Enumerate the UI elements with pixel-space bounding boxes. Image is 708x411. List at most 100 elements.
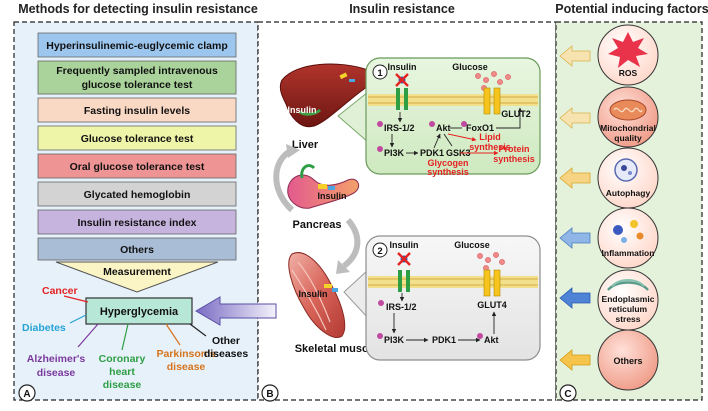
liver-protein-1: Protein — [498, 144, 529, 154]
factor-arrow-autophagy — [559, 167, 591, 189]
er-membrane-icon-a — [607, 281, 649, 291]
muscle-glucose-label: Glucose — [454, 240, 490, 250]
liver-phospho-markers — [377, 121, 467, 152]
factor-arrow-er — [559, 287, 591, 309]
liver-glut-left — [483, 87, 491, 115]
pancreas-illustration — [287, 164, 360, 209]
muscle-akt-label: Akt — [484, 335, 499, 345]
header-methods: Methods for detecting insulin resistance — [18, 2, 258, 16]
panel-a-badge — [18, 384, 36, 402]
liver-protein-2: synthesis — [493, 154, 535, 164]
liver-gsk-label: GSK3 — [446, 148, 471, 158]
factor-mito-label-1: Mitochondrial — [600, 123, 656, 133]
muscle-glut-left — [483, 269, 491, 297]
factor-mito-label-2: quality — [614, 133, 642, 143]
method-box-6 — [37, 209, 237, 235]
method-box-3 — [37, 125, 237, 151]
arrow-alzheimers — [77, 323, 99, 348]
arrow-diabetes — [69, 314, 87, 324]
mitochondrion-cristae — [613, 107, 643, 113]
factor-arrows — [559, 45, 591, 371]
header-insulin-resistance: Insulin resistance — [349, 2, 455, 16]
liver-arrow-foxo-glut — [496, 107, 523, 129]
muscle-insulin-label: Insulin — [390, 240, 419, 250]
muscle-membrane-lines — [368, 278, 538, 286]
disease-coronary-2: heart — [109, 366, 135, 378]
arrowhead-pancreas-muscle — [336, 260, 350, 274]
method-box-1 — [37, 60, 237, 95]
disease-cancer: Cancer — [42, 285, 78, 297]
liver-receptor-left — [396, 88, 400, 110]
inflammation-cell-icon-d — [621, 237, 627, 243]
inflammation-cell-icon-b — [630, 220, 638, 228]
method-label-3: Glucose tolerance test — [81, 133, 194, 145]
arrowhead-pancreas-liver — [286, 144, 300, 158]
liver-label: Liver — [292, 139, 319, 151]
liver-pathway-box — [365, 57, 541, 175]
liver-glycogen-2: synthesis — [427, 167, 469, 177]
method-box-7 — [37, 237, 237, 261]
factor-er-label-2: reticulum — [609, 304, 648, 314]
measurement-label: Measurement — [103, 266, 171, 278]
muscle-phospho-markers — [377, 300, 483, 339]
muscle-glut4-label: GLUT4 — [477, 300, 507, 310]
liver-glut2-label: GLUT2 — [501, 109, 531, 119]
arrow-other — [189, 323, 207, 337]
method-box-0 — [37, 32, 237, 58]
muscle-receptor-right — [406, 270, 410, 292]
liver-glycogen-1: Glycogen — [427, 158, 468, 168]
factor-arrow-mito — [559, 107, 591, 129]
method-label-7: Others — [120, 244, 154, 256]
muscle-illustration — [288, 252, 346, 338]
factor-inflammation-label: Inflammation — [602, 248, 655, 258]
factor-others-circle — [597, 329, 659, 391]
liver-arrow-akt-lipid — [447, 133, 477, 142]
skeletal-muscle-label: Skeletal muscle — [295, 343, 378, 355]
hyperglycemia-label: Hyperglycemia — [100, 306, 179, 318]
arrow-cancer — [63, 295, 89, 303]
measurement-funnel — [55, 261, 219, 293]
liver-arrow-akt-gsk — [443, 133, 453, 147]
pancreas-insulin-tag: Insulin — [318, 191, 347, 201]
factor-er-label-1: Endoplasmic — [602, 294, 655, 304]
autophagosome-cargo-a — [621, 165, 627, 171]
disease-parkinsons-1: Parkinson's — [156, 348, 215, 360]
disease-other-2: diseases — [204, 348, 249, 360]
method-label-4: Oral glucose tolerance test — [70, 161, 205, 173]
disease-diabetes: Diabetes — [22, 322, 66, 334]
panel-b-letter: B — [266, 389, 273, 400]
liver-block-mark-b — [395, 73, 409, 87]
factor-arrow-inflammation — [559, 227, 591, 249]
factor-autophagy-label: Autophagy — [606, 188, 651, 198]
method-label-1a: Frequently sampled intravenous — [56, 65, 218, 77]
factor-arrow-others — [559, 349, 591, 371]
method-label-5: Glycated hemoglobin — [84, 189, 191, 201]
muscle-glucose-dots — [477, 252, 505, 271]
muscle-receptor-left — [398, 270, 402, 292]
header-inducing-factors: Potential inducing factors — [555, 2, 708, 16]
disease-coronary-1: Coronary — [99, 353, 146, 365]
liver-illustration — [279, 63, 373, 128]
mitochondrion-icon — [609, 99, 647, 121]
muscle-step-number: 2 — [377, 246, 382, 257]
method-label-1b: glucose tolerance test — [82, 79, 193, 91]
liver-lipid-1: Lipid — [479, 132, 501, 142]
disease-other-1: Other — [212, 335, 240, 347]
muscle-insulin-tag: Insulin — [299, 289, 328, 299]
factor-er-label-3: stress — [615, 314, 640, 324]
method-box-2 — [37, 97, 237, 123]
ros-burst-icon — [608, 32, 648, 68]
liver-glut-right — [493, 87, 501, 115]
liver-pi3k-label: PI3K — [384, 148, 405, 158]
arrow-pancreas-liver — [273, 147, 295, 213]
factor-inflammation-circle — [597, 207, 659, 269]
panel-b-badge — [261, 384, 279, 402]
method-label-0: Hyperinsulinemic-euglycemic clamp — [46, 40, 227, 52]
liver-arrow-pdk-akt — [433, 133, 441, 149]
muscle-pi3k-label: PI3K — [384, 335, 405, 345]
liver-receptor-right — [404, 88, 408, 110]
factor-ros-label: ROS — [619, 68, 638, 78]
autophagosome-cargo-b — [628, 171, 632, 175]
methods-list: Hyperinsulinemic-euglycemic clamp Freque… — [37, 32, 237, 261]
